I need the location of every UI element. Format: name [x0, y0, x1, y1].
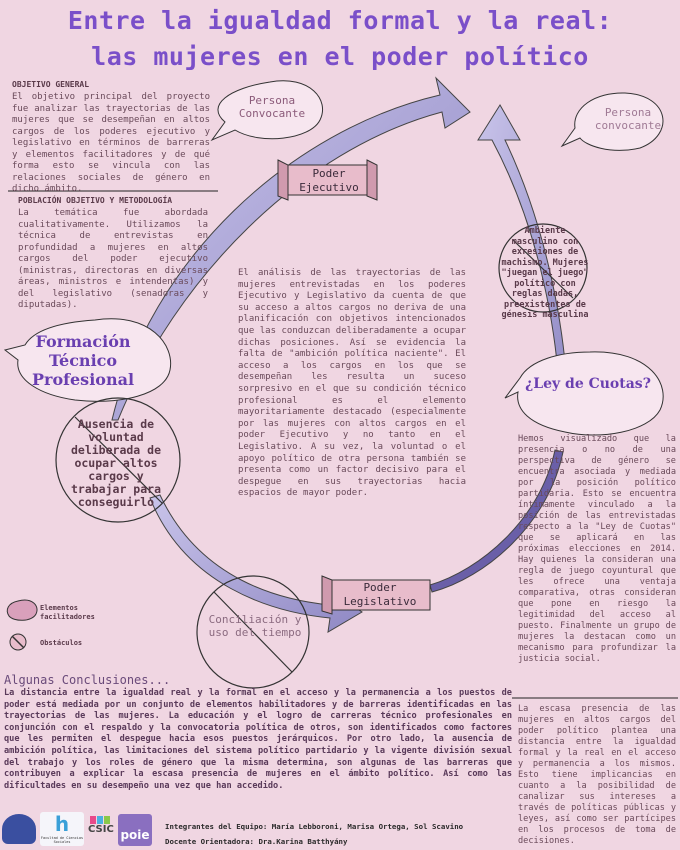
bubble-formacion	[3, 318, 172, 402]
right-text-p2: La escasa presencia de las mujeres en al…	[518, 704, 676, 846]
obstacle-circle-conciliacion	[196, 575, 310, 689]
logo-csic: CSIC	[88, 816, 114, 846]
objetivo-heading: OBJETIVO GENERAL	[12, 80, 90, 89]
legend-obstaculos: Obstáculos	[40, 639, 83, 647]
obstacle-circle-ausencia	[55, 397, 181, 523]
obstacle-conciliacion-text: Conciliación y uso del tiempo	[208, 613, 302, 639]
legend-facilitadores: Elementos facilitadores	[40, 604, 95, 621]
logo-seal	[2, 814, 36, 844]
conclusiones-heading: Algunas Conclusiones...	[4, 673, 171, 687]
logo-poie: poie	[118, 814, 152, 846]
bubble-formacion-text: Formación Técnico Profesional	[31, 332, 135, 389]
bubble-persona-right-text: Persona convocante	[594, 106, 662, 132]
logo-csic-text: CSIC	[88, 824, 114, 835]
bubble-persona-left-text: Persona Convocante	[238, 94, 306, 120]
poblacion-heading: POBLACIÓN OBJETIVO Y METODOLOGÍA	[18, 196, 173, 205]
poblacion-text: La temática fue abordada cualitativament…	[18, 208, 208, 310]
bubble-cuotas	[504, 351, 664, 436]
banner-ejecutivo: Poder Ejecutivo	[299, 167, 359, 194]
arrow-bottom	[149, 494, 363, 633]
bubble-persona-left	[210, 80, 323, 142]
bubble-cuotas-text: ¿Ley de Cuotas?	[525, 376, 651, 392]
arrow-top-left	[111, 76, 471, 421]
logo-fcs-text: Facultad de Ciencias Sociales	[40, 836, 84, 844]
title-line-2: las mujeres en el poder político	[91, 42, 589, 71]
logo-fcs: h Facultad de Ciencias Sociales	[40, 812, 84, 846]
obstacle-ambiente-text: Ambiente masculino con exresiones de mac…	[501, 226, 589, 320]
title-line-1: Entre la igualdad formal y la real:	[67, 6, 613, 35]
banner-legislativo: Poder Legislativo	[343, 581, 417, 608]
center-text: El análisis de las trayectorias de las m…	[238, 268, 466, 499]
logo-poie-text: poie	[120, 828, 150, 842]
bubble-persona-right	[560, 92, 664, 151]
obstacle-circle-ambiente	[498, 223, 588, 313]
footer-docente: Docente Orientadora: Dra.Karina Batthyán…	[165, 837, 348, 846]
obstacle-ausencia-text: Ausencia de voluntad deliberada de ocupa…	[70, 417, 161, 509]
conclusiones-text: La distancia entre la igualdad real y la…	[4, 688, 512, 791]
objetivo-text: El objetivo principal del proyecto fue a…	[12, 92, 210, 194]
right-text-p1: Hemos visualizado que la presencia o no …	[518, 434, 676, 664]
footer-team: Integrantes del Equipo: María Lebboroni,…	[165, 822, 464, 831]
arrow-bottom-right	[429, 449, 564, 593]
legend-facilitadores-icon	[6, 599, 38, 621]
